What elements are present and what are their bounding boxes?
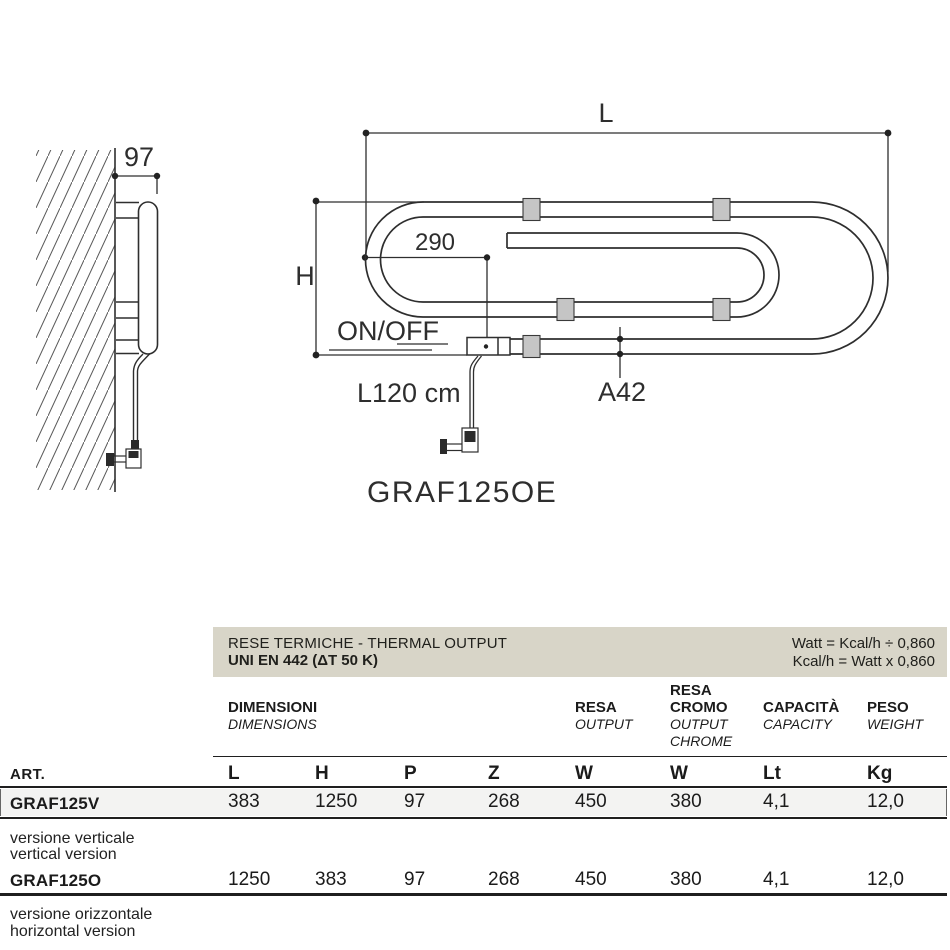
onoff-block [466,336,511,356]
band-formula-2: Kcal/h = Watt x 0,860 [792,653,935,670]
model-label: GRAF125OE [367,476,557,509]
cable-length-label: L120 cm [357,378,461,408]
group-dimensions-en: DIMENSIONS [228,716,317,732]
valve [106,440,142,469]
group-weight-it: PESO [867,699,909,716]
offset-dimension [361,254,491,340]
band-formula-1: Watt = Kcal/h ÷ 0,860 [791,635,935,652]
length-dimension-label: L [598,98,613,128]
axis-dimension-label: A42 [598,377,646,407]
height-dimension-label: H [295,261,315,291]
rule-below-row1 [0,817,947,819]
row2-w2: 380 [670,869,702,890]
mounting-bracket [522,197,541,222]
row2-lt: 4,1 [763,869,790,890]
table-row-graf125v-band [0,789,947,816]
feed-pipe [132,353,151,451]
depth-dimension-label: 97 [124,142,154,172]
col-header-art: ART. [10,766,46,783]
mounting-bracket [556,297,575,322]
group-chrome-it1: RESA [670,682,712,699]
mounting-bracket [712,297,731,322]
row2-l: 1250 [228,869,271,890]
mounting-bracket [522,334,541,359]
height-dimension [312,197,467,359]
row1-z: 268 [488,791,520,812]
group-chrome-en1: OUTPUT [670,716,728,732]
group-weight-en: WEIGHT [867,716,923,732]
group-dimensions-it: DIMENSIONI [228,699,318,716]
wall-hatching [36,150,115,490]
row2-kg: 12,0 [867,869,904,890]
rule-below-header [0,786,947,788]
row1-p: 97 [404,791,426,812]
group-capacity-it: CAPACITÀ [763,699,840,716]
row1-h: 1250 [315,791,358,812]
front-view [312,129,892,454]
length-dimension [362,129,892,272]
col-header-z: Z [488,763,500,784]
onoff-label: ON/OFF [337,316,439,346]
row1-w1: 450 [575,791,607,812]
group-output-en: OUTPUT [575,716,633,732]
plug [440,427,479,454]
group-chrome-it2: CROMO [670,699,728,716]
row2-h: 383 [315,869,347,890]
row1-note-en: vertical version [10,846,117,863]
radiator-tube [364,201,889,355]
row2-p: 97 [404,869,426,890]
mounting-brackets [522,197,731,359]
depth-dimension [111,172,161,194]
row2-note-en: horizontal version [10,923,136,940]
wall-bracket-lines [116,201,139,355]
col-header-l: L [228,763,240,784]
col-header-w2: W [670,763,688,784]
onoff-leader-lines [329,343,448,351]
thermal-output-band: RESE TERMICHE - THERMAL OUTPUT UNI EN 44… [213,627,947,677]
row1-w2: 380 [670,791,702,812]
mounting-bracket [712,197,731,222]
col-header-h: H [315,763,329,784]
col-header-lt: Lt [763,763,781,784]
row1-art: GRAF125V [10,794,100,813]
row2-note-it: versione orizzontale [10,906,153,923]
group-output-it: RESA [575,699,617,716]
band-title: RESE TERMICHE - THERMAL OUTPUT [228,635,508,652]
row2-art: GRAF125O [10,871,102,890]
group-capacity-en: CAPACITY [763,716,832,732]
power-cable [469,355,483,428]
row1-note-it: versione verticale [10,830,135,847]
row1-kg: 12,0 [867,791,904,812]
col-header-w1: W [575,763,593,784]
radiator-profile [137,201,159,355]
technical-drawing: 97 [36,98,892,509]
axis-dimension [616,327,624,378]
row1-lt: 4,1 [763,791,790,812]
row1-l: 383 [228,791,260,812]
row2-z: 268 [488,869,520,890]
band-subtitle: UNI EN 442 (ΔT 50 K) [228,652,378,669]
offset-dimension-label: 290 [415,229,455,256]
group-chrome-en2: CHROME [670,733,733,749]
row2-w1: 450 [575,869,607,890]
valve-handle [106,453,114,466]
rule-below-row2 [0,893,947,896]
rule-above-header [213,756,947,757]
col-header-kg: Kg [867,763,893,784]
side-view [36,148,161,492]
col-header-p: P [404,763,417,784]
